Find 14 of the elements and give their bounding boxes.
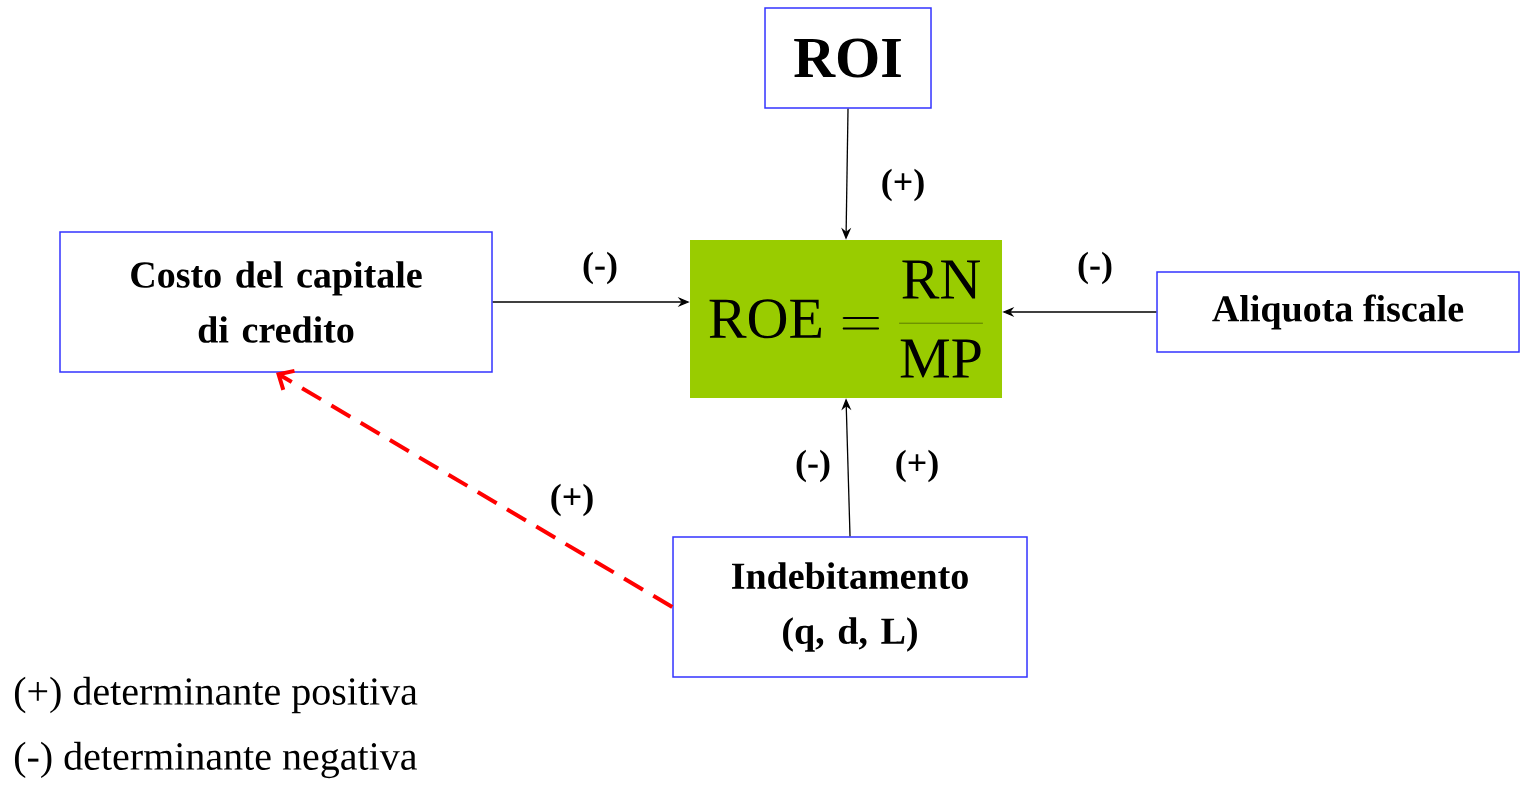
edge-label: (+)	[551, 483, 593, 517]
text-box: ROI	[764, 7, 932, 109]
legend-text: (-) determinante negativa	[14, 741, 417, 779]
text-box: Aliquota fiscale	[1156, 271, 1520, 353]
text-box: Indebitamento (q, d, L)	[672, 536, 1028, 678]
edge-label: (+)	[882, 168, 924, 202]
text-box: Costo del capitale di credito	[59, 231, 493, 373]
arrow	[276, 368, 674, 609]
edge-label: (-)	[583, 251, 617, 285]
formula-box: $\mathrm{ROE} = \frac{\mathrm{RN}}{\mathrm{MP}}$	[690, 240, 1002, 398]
legend-text: (+) determinante positiva	[14, 676, 418, 714]
edge-label: (-)	[796, 449, 830, 483]
sign-label: (+)	[896, 449, 938, 483]
edge-label: (-)	[1078, 251, 1112, 285]
